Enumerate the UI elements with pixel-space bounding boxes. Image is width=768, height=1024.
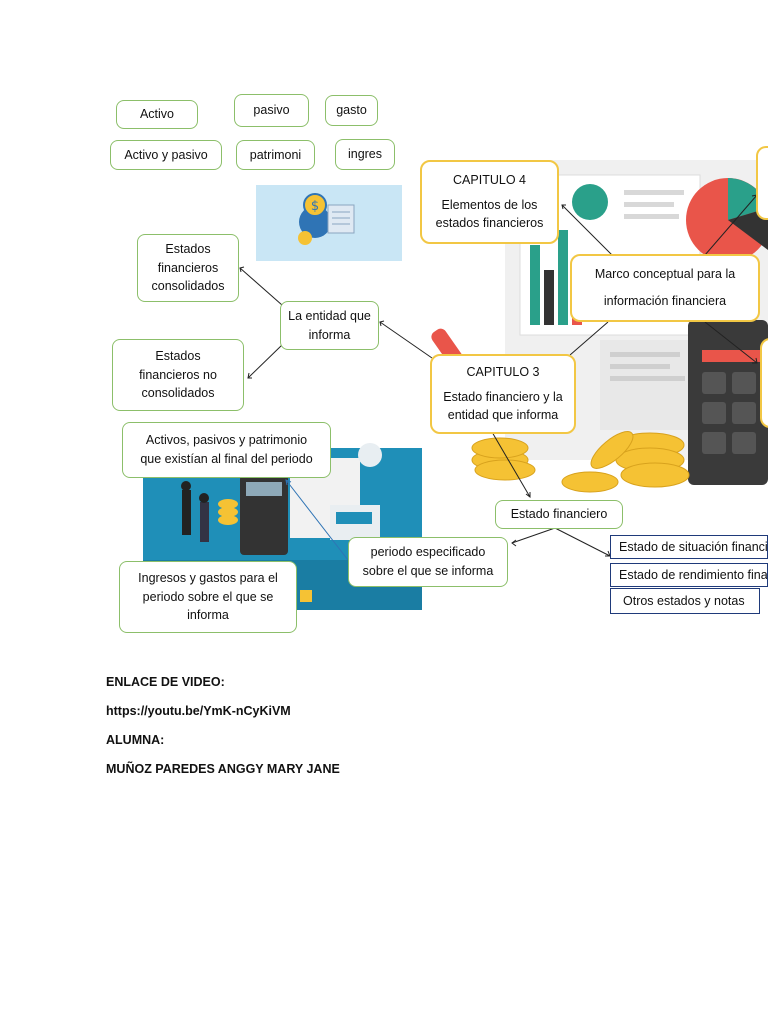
otros-estados-box: Otros estados y notas (610, 588, 760, 614)
vocab-gasto: gasto (325, 95, 378, 126)
dollar-gear-icon: $ (256, 185, 402, 261)
capitulo3-box: CAPITULO 3 Estado financiero y la entida… (430, 354, 576, 434)
video-label: ENLACE DE VIDEO: (106, 675, 225, 689)
alumna-label: ALUMNA: (106, 733, 165, 747)
estado-financiero-box: Estado financiero (495, 500, 623, 529)
periodo-box: periodo especificado sobre el que se inf… (348, 537, 508, 587)
entidad-box: La entidad que informa (280, 301, 379, 350)
marco-conceptual-box: Marco conceptual para la información fin… (570, 254, 760, 322)
rendimiento-financiero-box: Estado de rendimiento financiero (610, 563, 768, 587)
pie-chart-icon (686, 178, 768, 262)
calculator-icon (688, 320, 768, 485)
capitulo3-text: Estado financiero y la entidad que infor… (443, 389, 563, 423)
svg-text:$: $ (311, 199, 319, 214)
calc-side-box (760, 338, 768, 428)
vocab-pasivo: pasivo (234, 94, 309, 127)
vocab-activo-pasivo: Activo y pasivo (110, 140, 222, 170)
capitulo4-box: CAPITULO 4 Elementos de los estados fina… (420, 160, 559, 244)
situacion-financiera-box: Estado de situación financiera (610, 535, 768, 559)
capitulo4-text: Elementos de los estados financieros (435, 197, 544, 231)
pie-side-box (756, 146, 768, 220)
vocab-patrimoni: patrimoni (236, 140, 315, 170)
capitulo4-title: CAPITULO 4 (453, 172, 526, 187)
coins-icon (471, 431, 690, 493)
video-url[interactable]: https://youtu.be/YmK-nCyKiVM (106, 704, 291, 718)
capitulo3-title: CAPITULO 3 (466, 364, 540, 379)
alumna-name: MUÑOZ PAREDES ANGGY MARY JANE (106, 762, 340, 776)
ingresos-gastos-box: Ingresos y gastos para el periodo sobre … (119, 561, 297, 633)
vocab-ingres: ingres (335, 139, 395, 170)
vocab-activo: Activo (116, 100, 198, 129)
connector-lines (239, 194, 758, 561)
consolidados-box: Estados financieros consolidados (137, 234, 239, 302)
no-consolidados-box: Estados financieros no consolidados (112, 339, 244, 411)
activos-patrimonio-box: Activos, pasivos y patrimonio que existí… (122, 422, 331, 478)
